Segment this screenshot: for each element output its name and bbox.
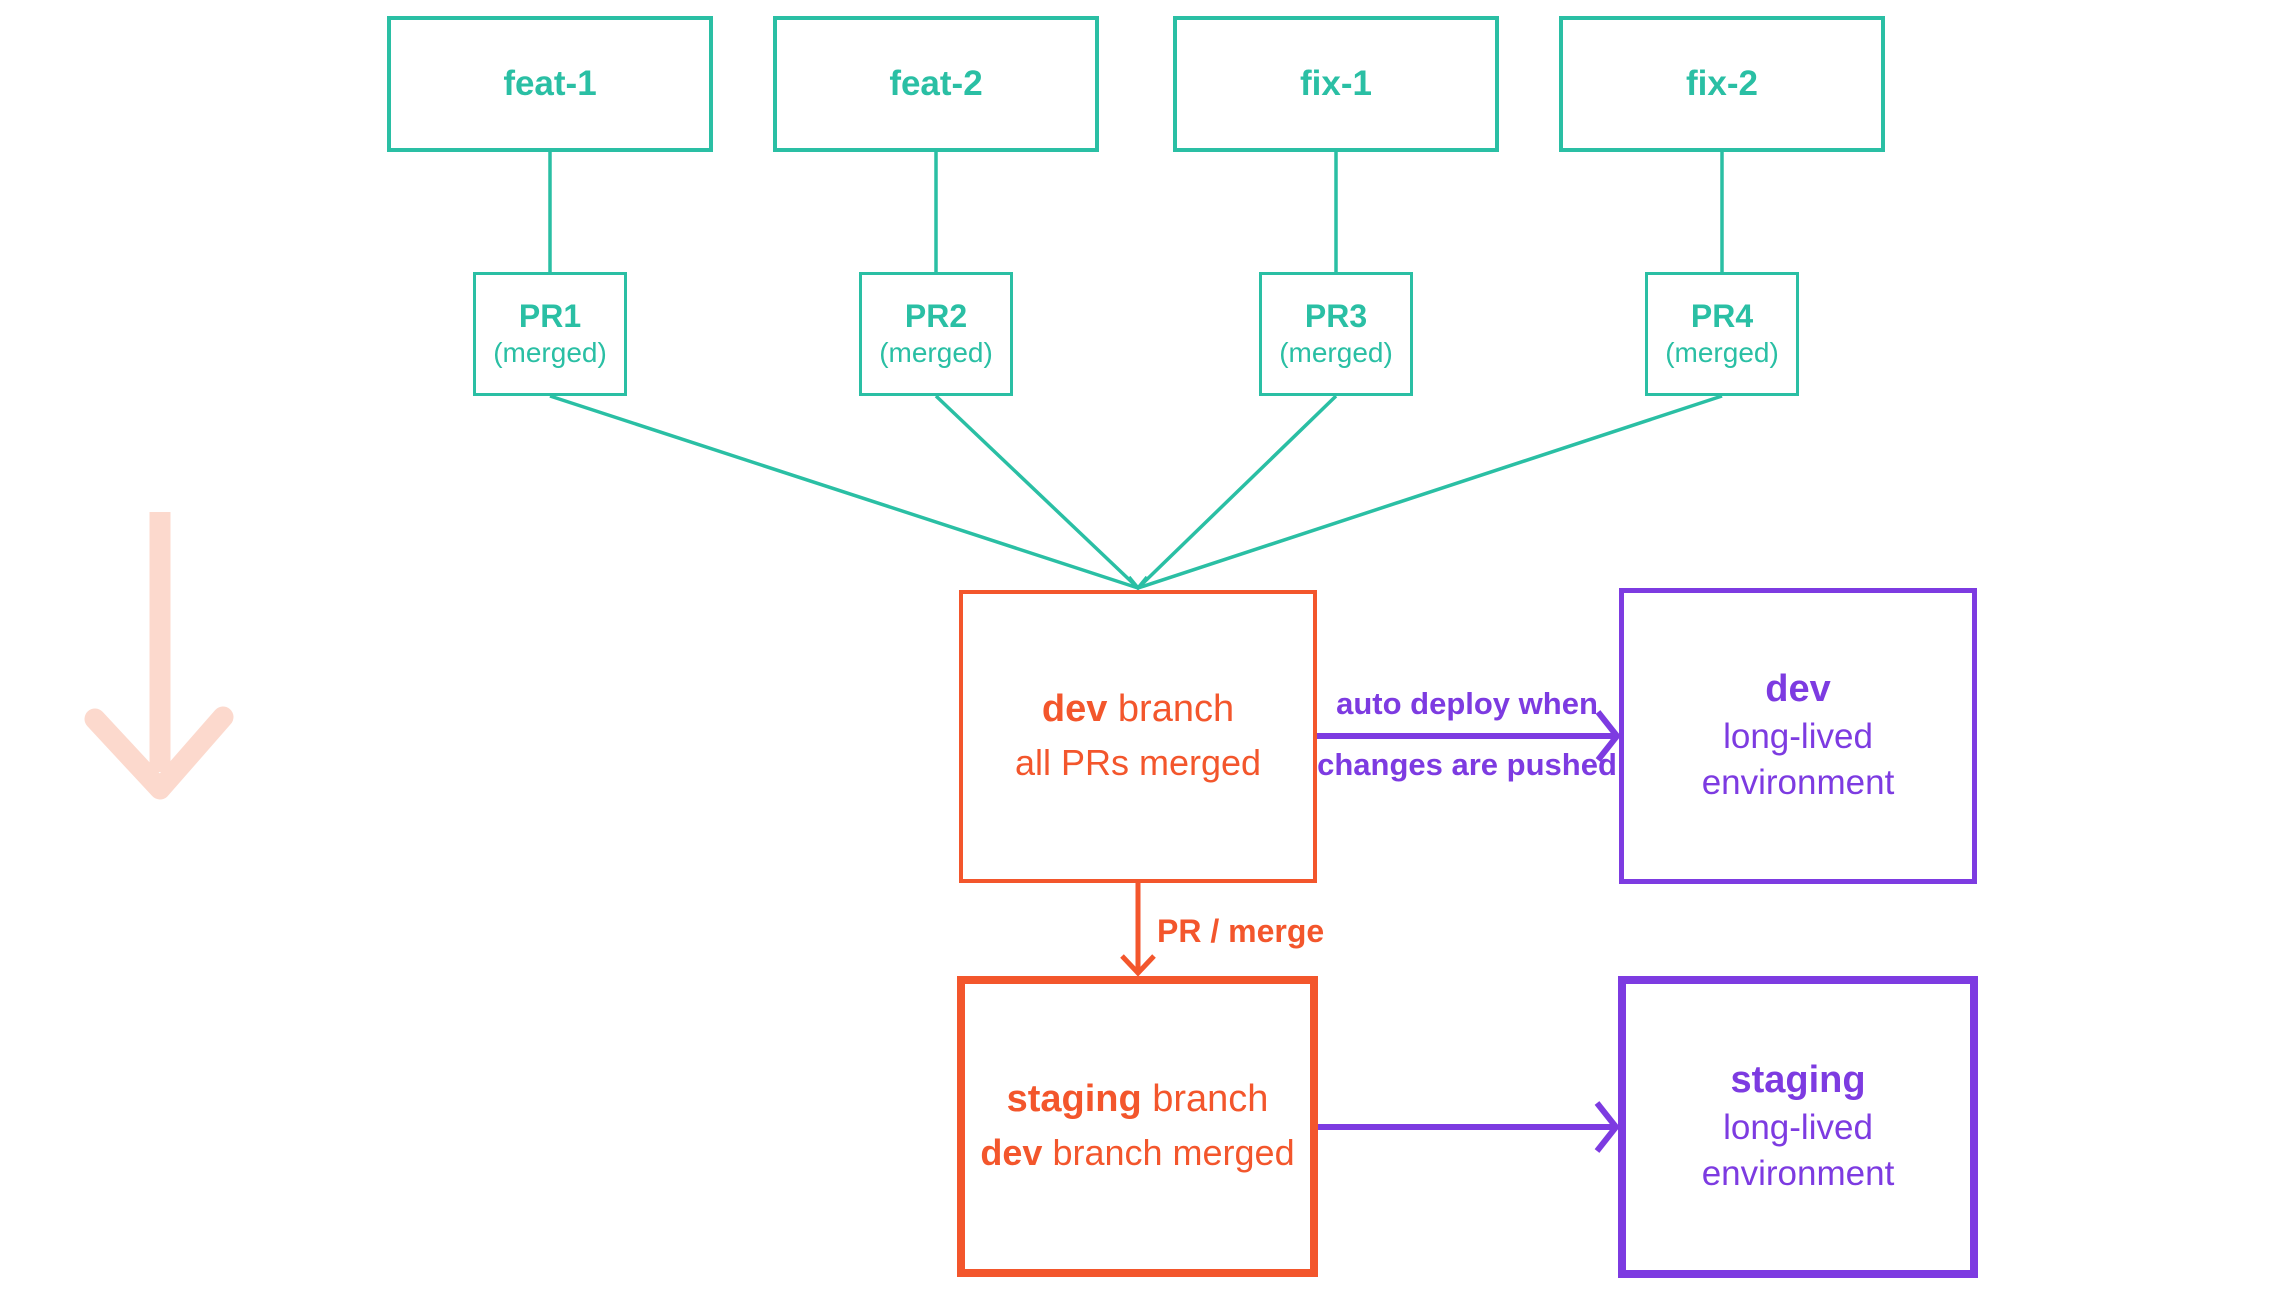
feat-2-branch-box: feat-2 (773, 16, 1099, 152)
dev-environment-box: dev long-lived environment (1619, 588, 1977, 884)
dev-branch-title: dev branch (1042, 683, 1234, 737)
dev-environment-line2: environment (1701, 762, 1895, 802)
staging-branch-title-bold: staging (1006, 1077, 1142, 1120)
pr1-box: PR1 (merged) (473, 272, 627, 396)
pr-merge-label: PR / merge (1157, 913, 1325, 949)
branch-label: fix-1 (1300, 64, 1372, 103)
dev-branch-box: dev branch all PRs merged (959, 590, 1317, 883)
dev-environment-title: dev (1765, 668, 1831, 711)
fix-1-branch-box: fix-1 (1173, 16, 1499, 152)
pr-status: (merged) (879, 337, 993, 368)
branch-label: feat-2 (889, 64, 983, 103)
dev-branch-subtitle: all PRs merged (1014, 742, 1262, 784)
pr2-box: PR2 (merged) (859, 272, 1013, 396)
fix-2-branch-box: fix-2 (1559, 16, 1885, 152)
staging-branch-subtitle-bold: dev (980, 1132, 1043, 1174)
staging-environment-title: staging (1730, 1059, 1866, 1102)
pr-label: PR1 (518, 297, 582, 334)
pr-status: (merged) (493, 337, 607, 368)
branch-label: feat-1 (503, 64, 597, 103)
pr3-box: PR3 (merged) (1259, 272, 1413, 396)
staging-deploy-arrow (1318, 1101, 1620, 1153)
pr-merge-arrow (1120, 883, 1156, 977)
dev-environment-line1: long-lived (1723, 716, 1873, 756)
feature-to-pr-connectors (548, 152, 1724, 272)
auto-deploy-arrow (1317, 710, 1621, 762)
pr-status: (merged) (1279, 337, 1393, 368)
staging-branch-box: staging branch dev branch merged (957, 976, 1318, 1277)
staging-environment-box: staging long-lived environment (1618, 976, 1978, 1278)
staging-environment-line1: long-lived (1723, 1107, 1873, 1147)
staging-branch-subtitle: dev branch merged (980, 1126, 1294, 1180)
pr-status: (merged) (1665, 337, 1779, 368)
pr-label: PR3 (1304, 297, 1368, 334)
pr-label: PR4 (1690, 297, 1754, 334)
feat-1-branch-box: feat-1 (387, 16, 713, 152)
auto-deploy-label-line1: auto deploy when (1336, 686, 1598, 721)
staging-environment-line2: environment (1701, 1153, 1895, 1193)
down-arrow-icon (84, 512, 234, 800)
dev-branch-title-bold: dev (1041, 687, 1108, 730)
pr4-box: PR4 (merged) (1645, 272, 1799, 396)
pr-label: PR2 (904, 297, 968, 334)
staging-branch-subtitle-rest: branch merged (1042, 1132, 1295, 1174)
pr-merge-lines (549, 394, 1723, 591)
branch-label: fix-2 (1686, 64, 1758, 103)
staging-branch-title-rest: branch (1141, 1077, 1269, 1120)
merge-arrowhead-icon (1127, 575, 1149, 591)
staging-branch-title: staging branch (1007, 1073, 1269, 1127)
auto-deploy-label-line2: changes are pushed (1317, 747, 1617, 782)
dev-branch-title-rest: branch (1107, 687, 1235, 730)
